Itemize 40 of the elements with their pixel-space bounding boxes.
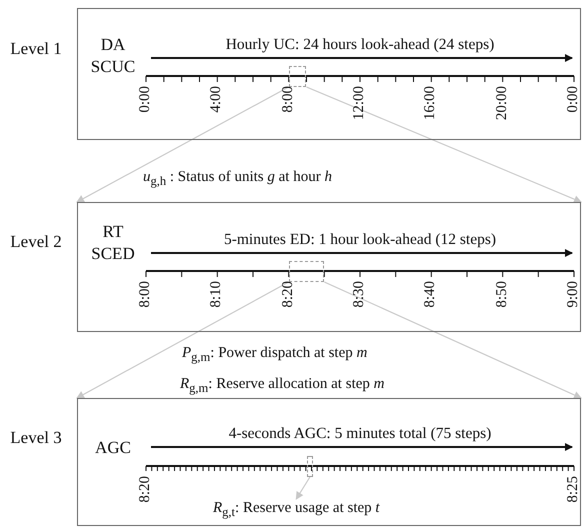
timeline-title: 4-seconds AGC: 5 minutes total (75 steps) [228,425,492,443]
tick-label: 8:00 [280,86,296,113]
tick-label: 8:50 [494,281,510,308]
timeline-title: 5-minutes ED: 1 hour look-ahead (12 steps) [222,231,498,249]
variable-note: u$_{g,h}$ : Status of units g at hour h [143,168,332,190]
timeline-title: Hourly UC: 24 hours look-ahead (24 steps) [224,36,496,54]
zoom-line [306,86,582,203]
tick-label: 8:30 [352,281,367,308]
tick-label: 8:40 [423,281,438,308]
timeline-panel [77,398,581,526]
tick-label: 9:00 [566,281,581,308]
variable-note: P$_{g,m}$: Power dispatch at step m [182,344,368,366]
variable-note: R$_{g,m}$: Reserve allocation at step m [180,375,384,397]
process-name: RT SCED [90,221,136,265]
tick-label: 8:10 [209,281,224,308]
level-label: Level 1 [9,38,63,60]
process-name: AGC [94,437,132,459]
zoom-line [76,282,289,398]
tick-label: 8:00 [138,281,153,308]
zoom-highlight-box [306,456,313,477]
tick-label: 0:00 [138,86,153,113]
tick-label: 16:00 [423,86,438,120]
process-name: DA SCUC [90,34,136,78]
zoom-line [296,476,310,500]
zoom-highlight-box [288,261,324,282]
zoom-highlight-box [288,66,306,87]
timeline-panel [77,202,581,332]
level-label: Level 3 [9,427,63,449]
tick-label: 20:00 [494,86,510,120]
zoom-line [324,282,582,399]
timeline-panel [77,8,581,140]
tick-label: 8:20 [138,476,153,503]
level-label: Level 2 [9,231,63,253]
tick-label: 4:00 [209,86,224,113]
tick-label: 0:00 [566,86,581,113]
zoom-line [76,86,289,202]
tick-label: 8:20 [280,281,296,308]
tick-label: 12:00 [352,86,367,120]
tick-label: 8:25 [566,476,581,503]
variable-note: R$_{g,t}$: Reserve usage at step t [213,499,380,521]
